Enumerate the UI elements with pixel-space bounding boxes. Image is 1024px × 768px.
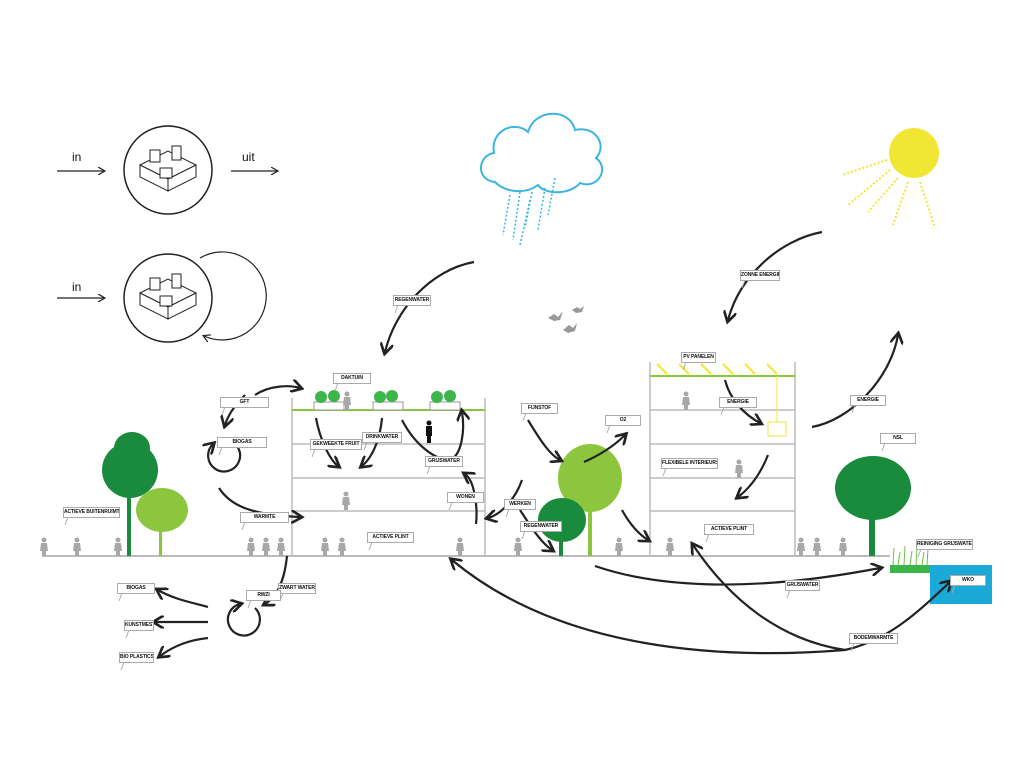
tree-dark-left [102, 432, 158, 556]
label-biogas-low: BIOGAS [117, 583, 155, 594]
label-zonne-energie: ZONNE ENERGIE [740, 270, 780, 281]
label-energie-inner: ENERGIE [719, 397, 757, 408]
label-biogas-top: BIOGAS [217, 437, 267, 448]
label-reiniging-grijswater: REINIGING GRIJSWATER [916, 539, 973, 550]
label-pv-panelen: PV PANELEN [681, 352, 716, 363]
label-o2: O2 [605, 415, 641, 426]
label-drinkwater: DRINKWATER [362, 432, 402, 443]
label-flexibele-interieurs: FLEXIBELE INTERIEURS [661, 458, 718, 469]
label-regenwater-top: REGENWATER [393, 295, 431, 306]
person-black [426, 420, 432, 443]
sun-icon [841, 128, 939, 229]
label-kunstmest: KUNSTMEST [124, 620, 154, 631]
arrow-energie-out [811, 335, 898, 429]
pv-panels [656, 363, 787, 437]
label-fijnstof: FIJNSTOF [521, 403, 558, 414]
linear-model-icon [57, 125, 277, 215]
label-warmte: WARMTE [240, 512, 289, 523]
label-grijswater-ground: GRIJSWATER [785, 580, 820, 591]
label-actieve-buitenruimte: ACTIEVE BUITENRUIMTE [63, 507, 120, 518]
label-regenwater-low: REGENWATER [520, 521, 562, 532]
arrow-grijswater [594, 566, 880, 586]
label-wko: WKO [950, 575, 986, 586]
label-daktuin: DAKTUIN [333, 373, 371, 384]
tree-dark-right [835, 456, 911, 556]
label-nsl: NSL [880, 433, 916, 444]
arrow-bodemwarmte-left [452, 560, 846, 655]
reed-bed [890, 545, 930, 573]
label-wonen: WONEN [447, 492, 484, 503]
legend-in-bottom: in [72, 280, 82, 294]
label-rwzi: RWZI [246, 590, 281, 601]
legend-in-top: in [72, 150, 82, 164]
circular-model-icon [57, 251, 267, 343]
label-bio-plastics: BIO PLASTICS [119, 652, 154, 663]
label-bodemwarmte: BODEMWARMTE [849, 633, 898, 644]
label-actieve-plint-left: ACTIEVE PLINT [367, 532, 414, 543]
birds-icon [548, 306, 584, 333]
tree-light-left [136, 488, 188, 556]
rwzi-cycle [226, 604, 261, 637]
rain-cloud-icon [480, 112, 603, 246]
arrow-gft [254, 386, 300, 396]
label-werken: WERKEN [504, 499, 536, 510]
right-building [649, 362, 796, 556]
label-grijswater-building: GRIJSWATER [425, 456, 463, 467]
cycle-arrows [208, 438, 261, 637]
label-gft: GFT [220, 397, 269, 408]
label-actieve-plint-right: ACTIEVE PLINT [704, 524, 754, 535]
tree-light-center [558, 444, 622, 556]
label-gekweekte-fruit: GEKWEEKTE FRUIT [310, 439, 362, 450]
arrow-regenwater [385, 260, 475, 352]
flow-arrows [155, 230, 950, 656]
label-zwart-water: ZWART WATER [278, 583, 316, 594]
arrow-zonne-energie [728, 230, 823, 320]
roof-planters [313, 390, 461, 411]
label-energie-outer: ENERGIE [850, 395, 886, 406]
legend-uit: uit [242, 150, 255, 164]
